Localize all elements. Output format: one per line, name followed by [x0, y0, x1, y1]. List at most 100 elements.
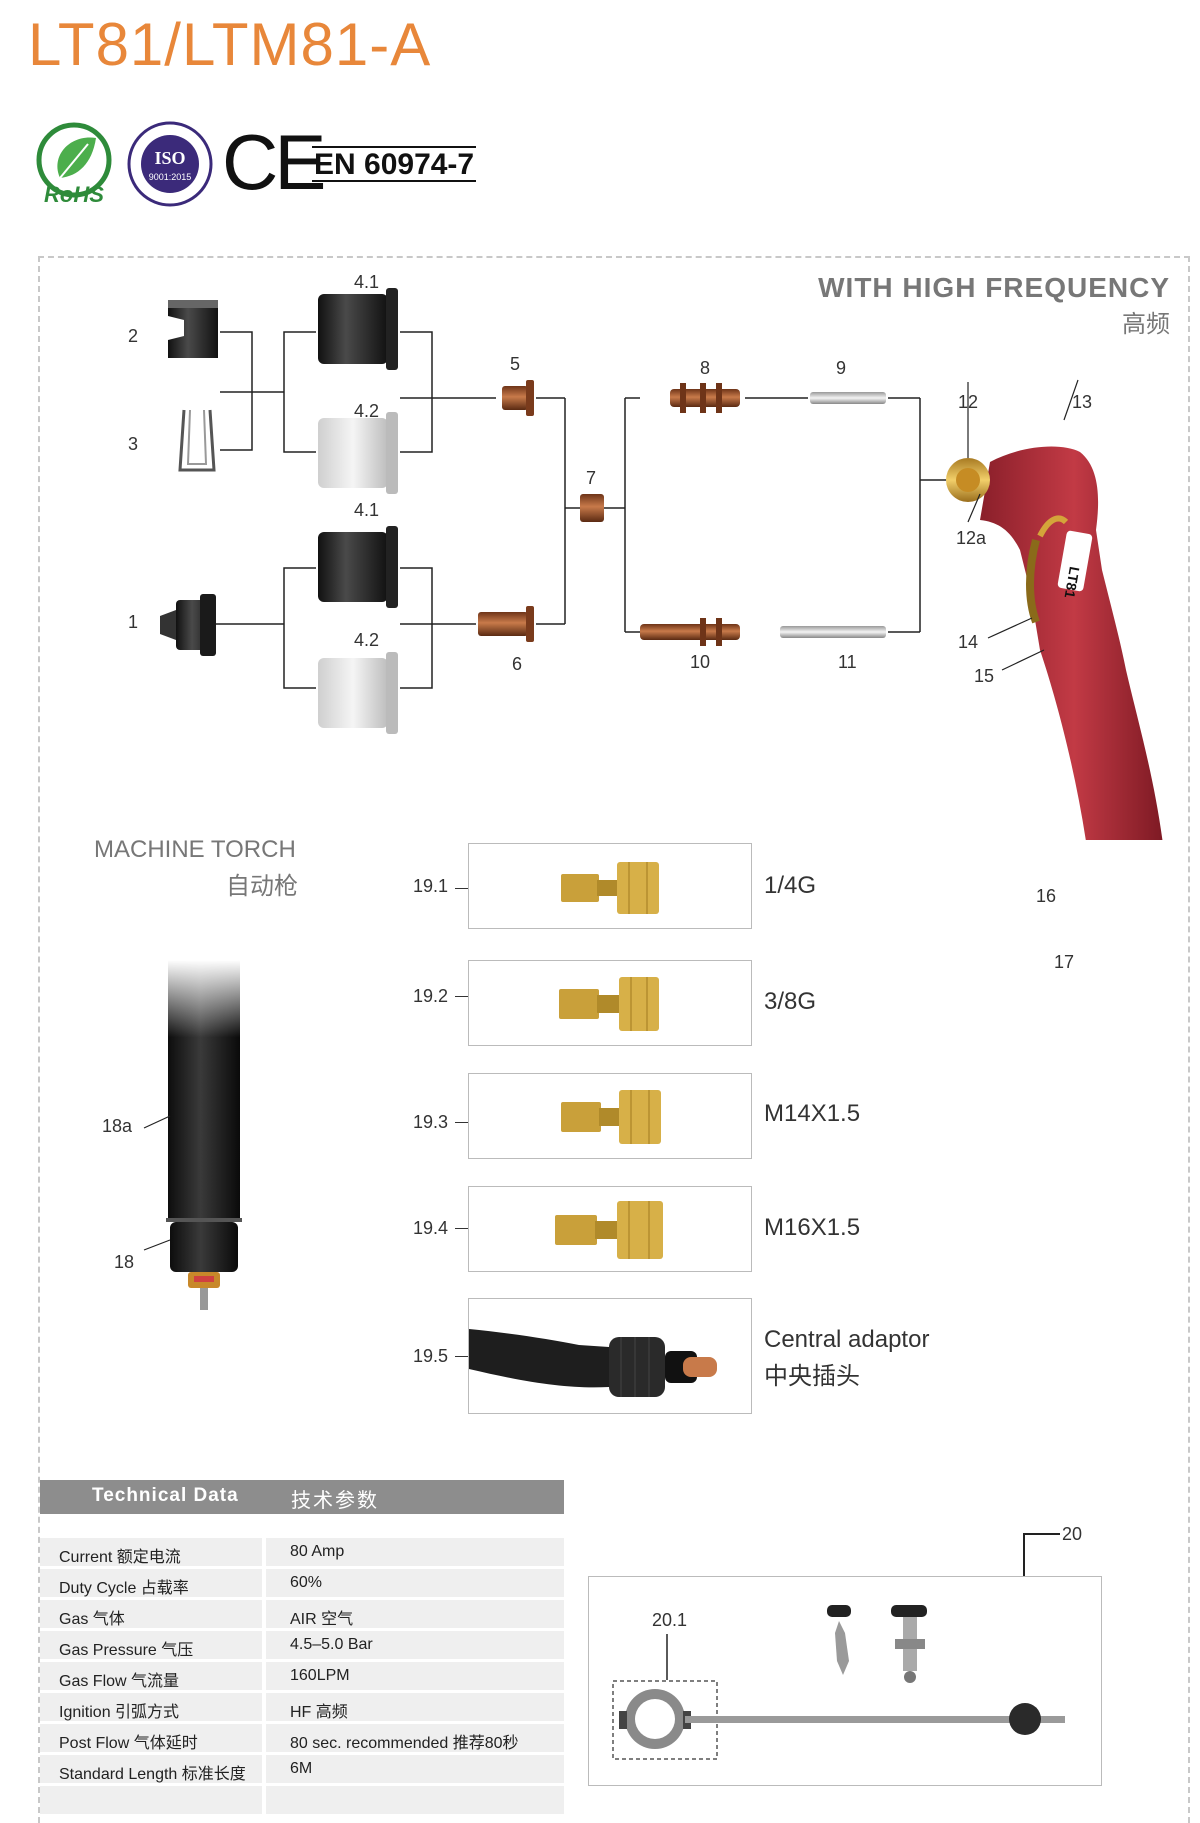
machine-torch-title-cn: 自动枪: [226, 873, 298, 900]
adaptor-19-4-box: [468, 1186, 752, 1272]
part-10-long-electrode: [640, 618, 740, 646]
label-part-13: 13: [1072, 392, 1093, 412]
tech-row-name: Gas Flow 气流量: [59, 1673, 180, 1690]
label-part-7: 7: [586, 468, 597, 488]
table-row: Gas Flow 气流量 160LPM: [40, 1662, 564, 1692]
tech-row-name: Gas 气体: [59, 1611, 125, 1628]
accessory-20-1-leader: [666, 1634, 668, 1680]
part-2-shield-cap: [168, 300, 218, 358]
accessory-20-leader: [1023, 1533, 1060, 1576]
part-1-shield-cap-machine: [160, 594, 216, 656]
part-11-long-tube: [780, 626, 886, 638]
exploded-parts-diagram: LT81: [160, 288, 1163, 840]
adaptor-19-4-image: [555, 1201, 663, 1259]
label-part-4-1-bottom: 4.1: [354, 500, 380, 520]
part-4-2-ceramic-cap-bottom: [318, 652, 398, 734]
label-part-10: 10: [690, 652, 711, 672]
connector-lines: [216, 331, 958, 689]
tech-row-value: 6M: [290, 1760, 313, 1777]
torch-model-print: LT81: [1062, 565, 1083, 599]
adaptor-19-5-box: [468, 1298, 752, 1414]
part-3-spacer: [178, 409, 216, 472]
adaptor-19-3-image: [561, 1090, 661, 1144]
en-standard: EN 60974-7: [312, 146, 477, 182]
tech-row-value: 80 sec. recommended 推荐80秒: [290, 1735, 519, 1752]
tech-row-name: Current 额定电流: [59, 1549, 181, 1566]
table-row: Ignition 引弧方式 HF 高频: [40, 1693, 564, 1723]
adaptor-19-1-image: [561, 862, 659, 914]
technical-data-title: Technical Data: [92, 1485, 239, 1506]
adaptor-19-2-text: 3/8G: [764, 988, 817, 1015]
label-part-3: 3: [128, 434, 139, 454]
machine-torch-image: [166, 960, 242, 1310]
tech-row-name: Standard Length 标准长度: [59, 1766, 246, 1783]
machine-torch-leaders: [143, 1115, 171, 1251]
label-accessory-20-1: 20.1: [652, 1610, 688, 1630]
circle-cutting-guide-image: [612, 1605, 1065, 1760]
part-5-nozzle: [502, 380, 534, 416]
table-row: Standard Length 标准长度 6M: [40, 1755, 564, 1785]
table-row: Duty Cycle 占载率 60%: [40, 1569, 564, 1599]
part-8-electrode: [670, 383, 740, 413]
label-accessory-20: 20: [1062, 1524, 1083, 1544]
high-frequency-title-cn: 高频: [1122, 311, 1170, 338]
adaptor-19-5-image: [469, 1329, 717, 1397]
table-row: Gas Pressure 气压 4.5–5.0 Bar: [40, 1631, 564, 1661]
label-part-4-1-top: 4.1: [354, 272, 380, 292]
adaptor-19-4-label: 19.4: [413, 1218, 449, 1238]
part-4-2-ceramic-cap-top: [318, 412, 398, 494]
part-4-1-retaining-cap-bottom: [318, 526, 398, 608]
label-part-1: 1: [128, 612, 139, 632]
tech-row-name: Ignition 引弧方式: [59, 1704, 180, 1721]
accessory-20-box: [588, 1576, 1102, 1786]
tech-row-value: 160LPM: [290, 1667, 350, 1684]
tech-row-value: HF 高频: [290, 1704, 348, 1721]
adaptor-19-2-label: 19.2: [413, 986, 449, 1006]
adaptor-19-1-box: [468, 843, 752, 929]
adaptor-19-3-box: [468, 1073, 752, 1159]
label-part-12: 12: [958, 392, 979, 412]
label-part-12a: 12a: [956, 528, 987, 548]
adaptor-19-1-label: 19.1: [413, 876, 449, 896]
label-part-18a: 18a: [102, 1116, 133, 1136]
adaptor-19-2-image: [559, 977, 659, 1031]
adaptor-19-5-text-cn: 中央插头: [764, 1363, 860, 1390]
technical-data-header: [40, 1480, 564, 1514]
adaptor-19-4-text: M16X1.5: [764, 1214, 861, 1241]
adaptor-19-5-text: Central adaptor: [764, 1326, 930, 1353]
content-frame: [38, 256, 1190, 1823]
machine-torch-title: MACHINE TORCH: [94, 836, 296, 863]
part-9-tube: [810, 392, 886, 404]
label-part-4-2-bottom: 4.2: [354, 630, 380, 650]
label-part-17: 17: [1054, 952, 1075, 972]
table-row: Gas 气体 AIR 空气: [40, 1600, 564, 1630]
label-part-14: 14: [958, 632, 979, 652]
part-6-long-nozzle: [478, 606, 534, 642]
tech-row-value: 4.5–5.0 Bar: [290, 1636, 373, 1653]
rohs-logo: RoHS: [36, 122, 112, 206]
table-row: Current 额定电流 80 Amp: [40, 1538, 564, 1568]
label-part-4-2-top: 4.2: [354, 401, 380, 421]
ce-mark: CE: [222, 118, 326, 206]
torch-leader-lines: [967, 379, 1079, 671]
adaptor-19-2-box: [468, 960, 752, 1046]
tech-row-name: Gas Pressure 气压: [59, 1642, 194, 1659]
table-row: Post Flow 气体延时 80 sec. recommended 推荐80秒: [40, 1724, 564, 1754]
hand-torch-body: LT81: [946, 446, 1163, 840]
iso-text: ISO: [154, 148, 185, 168]
adaptor-19-1-text: 1/4G: [764, 872, 817, 899]
iso-logo: ISO 9001:2015: [127, 121, 213, 207]
label-part-16: 16: [1036, 886, 1057, 906]
tech-row-value: 80 Amp: [290, 1543, 345, 1560]
part-7-swirl-ring: [580, 494, 604, 522]
tech-row-value: AIR 空气: [290, 1611, 354, 1628]
rohs-text: RoHS: [44, 182, 104, 206]
tech-row-name: Duty Cycle 占载率: [59, 1580, 189, 1597]
label-part-11: 11: [838, 652, 857, 672]
adaptor-19-5-label: 19.5: [413, 1346, 449, 1366]
tech-row-name: Post Flow 气体延时: [59, 1735, 198, 1752]
label-part-9: 9: [836, 358, 847, 378]
table-row: [40, 1786, 564, 1816]
adaptor-19-3-text: M14X1.5: [764, 1100, 861, 1127]
label-part-18: 18: [114, 1252, 135, 1272]
